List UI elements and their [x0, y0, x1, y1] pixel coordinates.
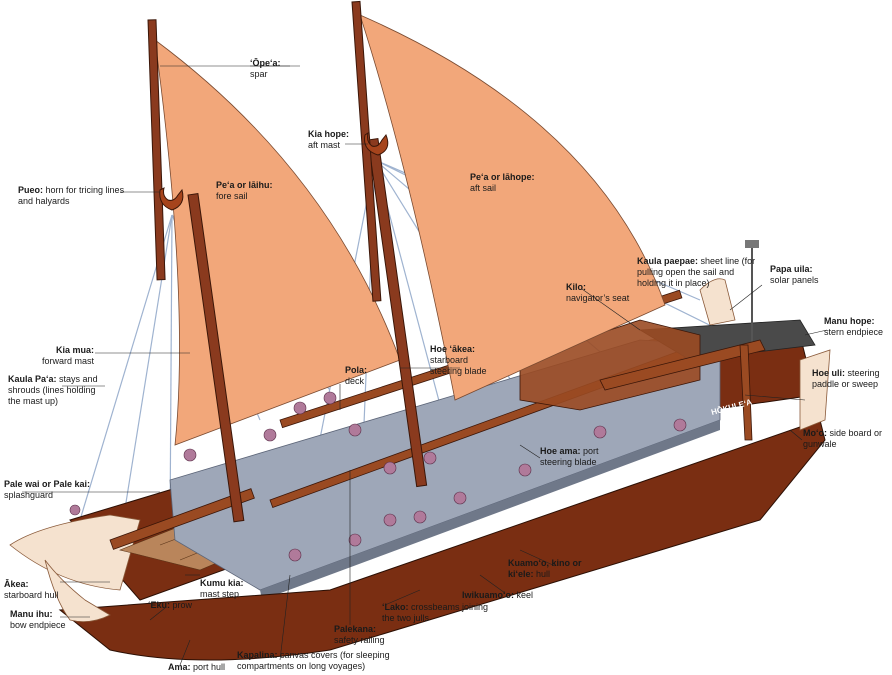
label-kaula-paa: Kaula Paʻa: stays and shrouds (lines hol… — [8, 374, 108, 407]
term-kumu-kia: Kumu kia: — [200, 578, 244, 588]
label-lako: ʻLako: crossbeams joining the two julls — [382, 602, 497, 624]
desc-kaula-paa: stays and shrouds (lines holding the mas… — [8, 374, 98, 406]
aft-sail-shape — [359, 14, 666, 401]
label-kia-mua: Kia mua: forward mast — [10, 345, 94, 367]
term-hoe-uli: Hoe uli: — [812, 368, 845, 378]
desc-pola: deck — [345, 376, 365, 386]
term-kaula-paepae: Kaula paepae: — [637, 256, 699, 266]
term-kapalina: Kapalina: — [237, 650, 278, 660]
label-papa-uila: Papa uila: solar panels — [770, 264, 860, 286]
label-iwikuamoo: Iwikuamoʻo: keel — [462, 590, 572, 601]
term-ama: Ama: — [168, 662, 191, 672]
term-pola: Pola: — [345, 365, 368, 375]
desc-pea-lahope: aft sail — [470, 183, 497, 193]
term-pueo: Pueo: — [18, 185, 44, 195]
label-manu-hope: Manu hope: stern endpiece — [824, 316, 892, 338]
desc-kaula-paepae: sheet line (for pulling open the sail an… — [637, 256, 756, 288]
term-eku: ʻEku: — [148, 600, 171, 610]
desc-lako: crossbeams joining the two julls — [382, 602, 489, 623]
label-palekana: Palekana: safety railing — [334, 624, 424, 646]
term-lako: ʻLako: — [382, 602, 409, 612]
label-pale-wai: Pale wai or Pale kai: splashguard — [4, 479, 104, 501]
forward-mast-shape — [187, 193, 245, 523]
desc-manu-ihu: bow endpiece — [10, 620, 66, 630]
label-hoe-akea: Hoe ʻākea: starboard steering blade — [430, 344, 500, 377]
term-palekana: Palekana: — [334, 624, 377, 634]
shroud-blocks — [69, 391, 687, 562]
term-pale-wai: Pale wai or Pale kai: — [4, 479, 91, 489]
label-kia-hope: Kia hope: aft mast — [308, 129, 398, 151]
desc-kuamoo: hull — [536, 569, 551, 579]
port-hull-shape — [44, 349, 831, 661]
leader-lines — [22, 65, 828, 666]
term-kia-mua: Kia mua: — [55, 345, 94, 355]
desc-hoe-ama: port steering blade — [540, 446, 599, 467]
desc-kia-hope: aft mast — [308, 140, 341, 150]
desc-kapalina: canvas covers (for sleeping compartments… — [237, 650, 390, 671]
label-hoe-uli: Hoe uli: steering paddle or sweep — [812, 368, 892, 390]
term-iwikuamoo: Iwikuamoʻo: — [462, 590, 515, 600]
label-akea: Ākea: starboard hull — [4, 579, 74, 601]
stern-structure: HŌKULEʻA — [519, 240, 816, 441]
term-hoe-ama: Hoe ama: — [540, 446, 581, 456]
fore-spar-shape — [147, 19, 166, 281]
desc-akea: starboard hull — [4, 590, 59, 600]
label-pola: Pola: deck — [345, 365, 395, 387]
term-kaula-paa: Kaula Paʻa: — [8, 374, 57, 384]
desc-pea-laihu: fore sail — [216, 191, 248, 201]
term-manu-hope: Manu hope: — [824, 316, 875, 326]
desc-ama: port hull — [193, 662, 226, 672]
desc-hoe-uli: steering paddle or sweep — [812, 368, 880, 389]
label-ama: Ama: port hull — [168, 662, 248, 673]
stern-endpiece-shape — [699, 278, 736, 326]
label-eku: ʻEku: prow — [148, 600, 208, 611]
label-kaula-paepae: Kaula paepae: sheet line (for pulling op… — [637, 256, 762, 289]
desc-opea: spar — [250, 69, 268, 79]
term-papa-uila: Papa uila: — [770, 264, 813, 274]
term-kilo: Kilo: — [566, 282, 586, 292]
horns — [159, 131, 389, 211]
term-moo: Moʻo: — [803, 428, 827, 438]
label-kuamoo: Kuamoʻo, kino or kiʻele: hull — [508, 558, 608, 580]
desc-kilo: navigator’s seat — [566, 293, 630, 303]
desc-eku: prow — [172, 600, 193, 610]
term-opea: ʻŌpeʻa: — [250, 58, 281, 68]
desc-moo: side board or gunwale — [803, 428, 883, 449]
label-opea: ʻŌpeʻa: spar — [250, 58, 390, 80]
label-pea-lahope: Peʻa or lāhope: aft sail — [470, 172, 580, 194]
desc-manu-hope: stern endpiece — [824, 327, 884, 337]
desc-papa-uila: solar panels — [770, 275, 819, 285]
term-kia-hope: Kia hope: — [308, 129, 350, 139]
label-moo: Moʻo: side board or gunwale — [803, 428, 891, 450]
label-kilo: Kilo: navigator’s seat — [566, 282, 666, 304]
term-akea: Ākea: — [4, 579, 29, 589]
aft-mast-shape — [367, 138, 428, 488]
label-pueo: Pueo: horn for tricing lines and halyard… — [18, 185, 133, 207]
label-kumu-kia: Kumu kia: mast step — [200, 578, 270, 600]
term-pea-laihu: Peʻa or lāihu: — [216, 180, 273, 190]
term-hoe-akea: Hoe ʻākea: — [430, 344, 476, 354]
masts — [147, 0, 428, 523]
term-manu-ihu: Manu ihu: — [10, 609, 53, 619]
term-kuamoo: Kuamoʻo, kino or kiʻele: — [508, 558, 582, 579]
desc-hoe-akea: starboard steering blade — [430, 355, 487, 376]
term-pea-lahope: Peʻa or lāhope: — [470, 172, 535, 182]
label-hoe-ama: Hoe ama: port steering blade — [540, 446, 625, 468]
label-kapalina: Kapalina: canvas covers (for sleeping co… — [237, 650, 412, 672]
desc-iwikuamoo: keel — [516, 590, 534, 600]
label-manu-ihu: Manu ihu: bow endpiece — [10, 609, 80, 631]
label-pea-laihu: Peʻa or lāihu: fore sail — [216, 180, 326, 202]
desc-pale-wai: splashguard — [4, 490, 54, 500]
desc-kia-mua: forward mast — [41, 356, 94, 366]
desc-kumu-kia: mast step — [200, 589, 240, 599]
steering-paddle-shape — [739, 344, 753, 441]
bow-endpiece-shape — [44, 559, 111, 623]
desc-palekana: safety railing — [334, 635, 385, 645]
desc-pueo: horn for tricing lines and halyards — [18, 185, 125, 206]
